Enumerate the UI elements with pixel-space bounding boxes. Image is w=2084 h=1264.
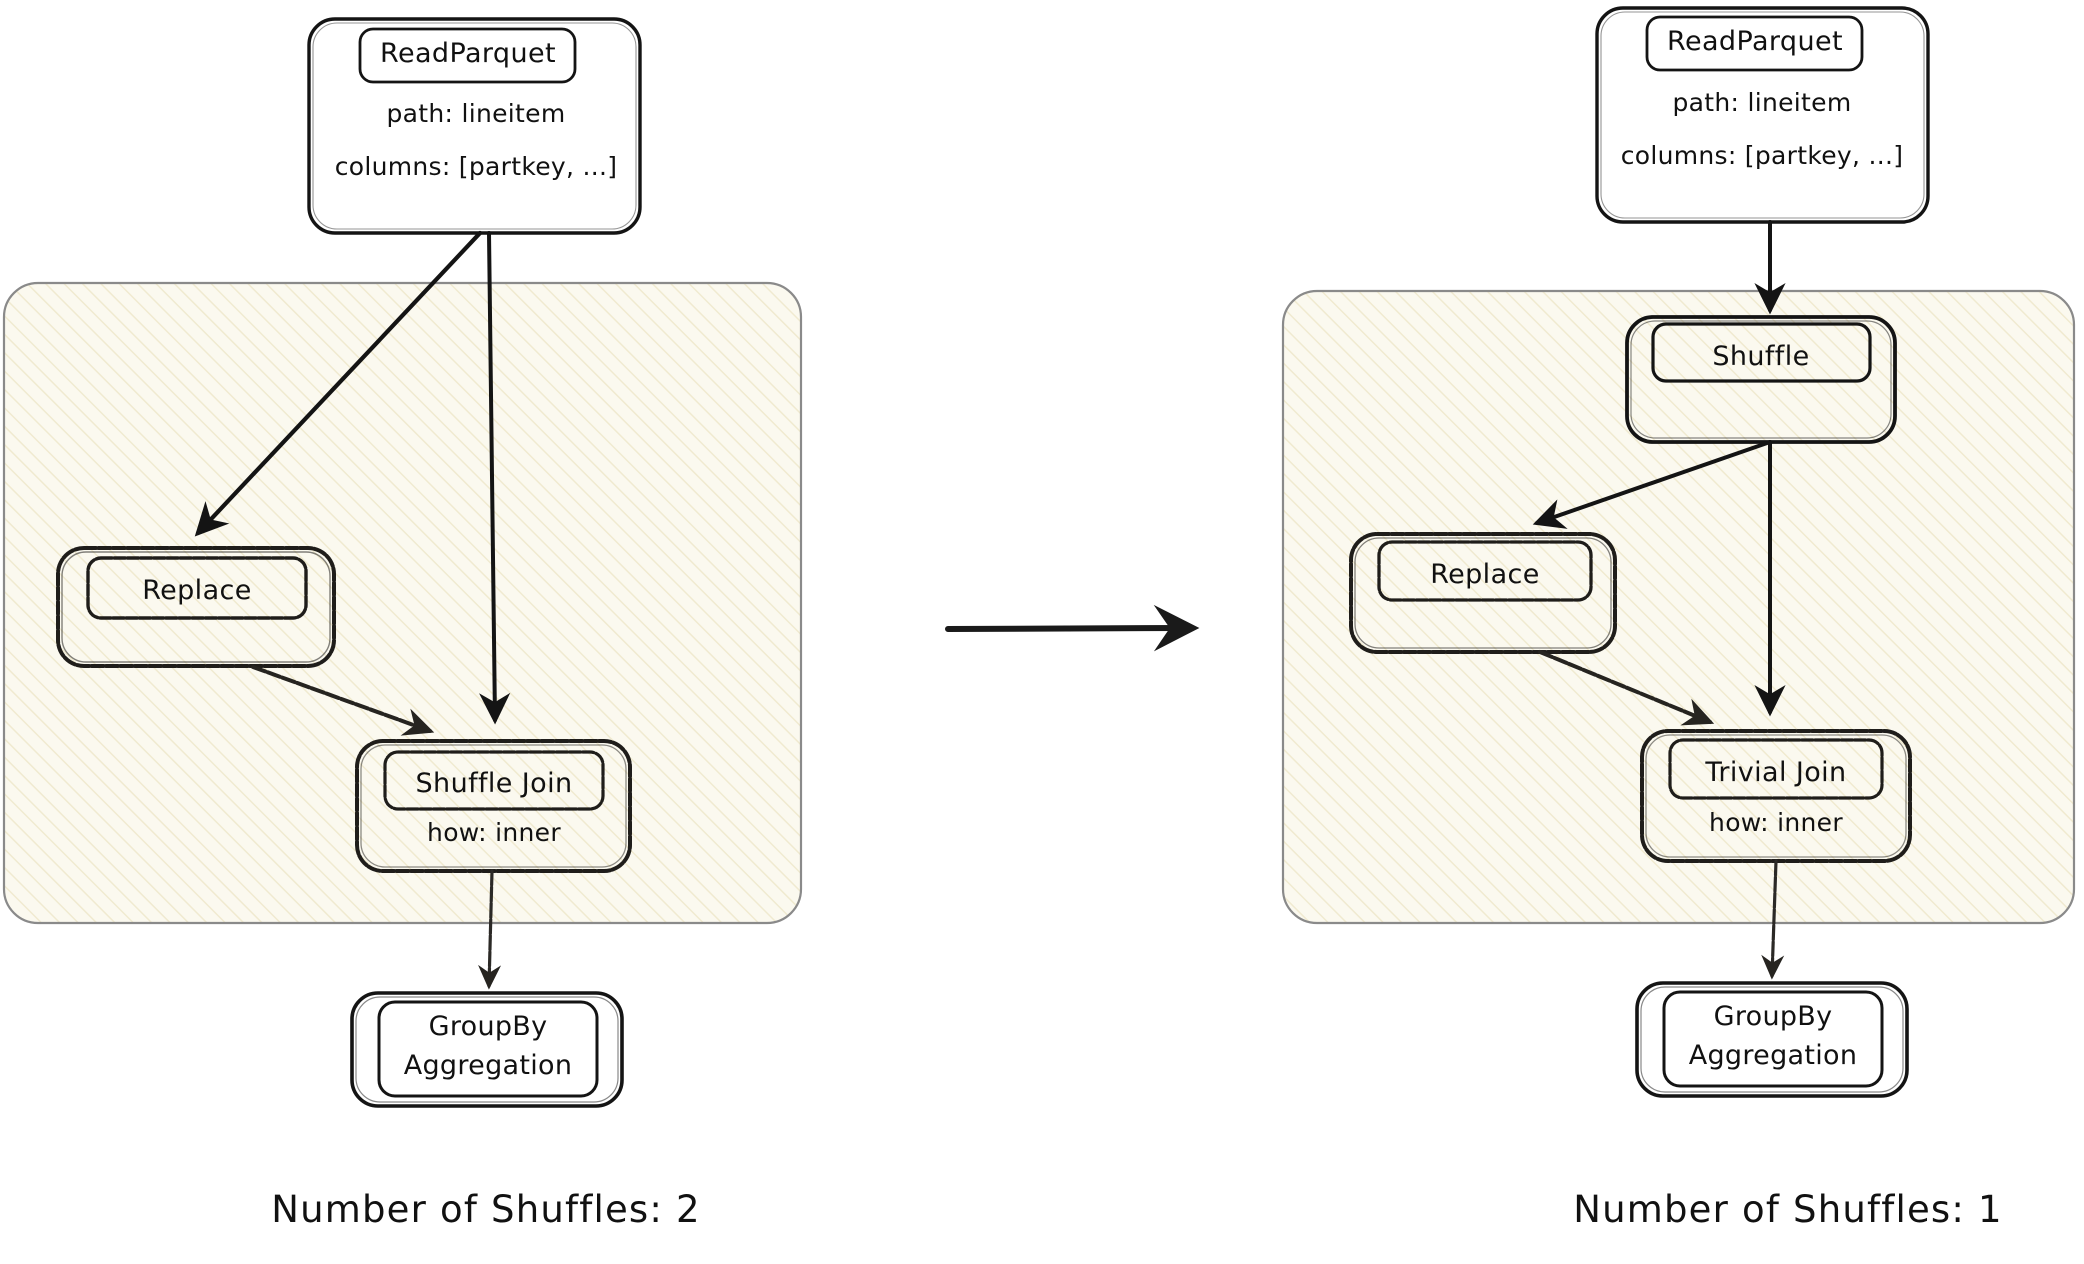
left-replace-label: Replace xyxy=(142,575,252,606)
right-shuffle-node[interactable] xyxy=(1625,315,1897,444)
right-read-parquet-node[interactable] xyxy=(1595,6,1930,224)
left-edge-readparquet-to-replace xyxy=(194,230,483,537)
left-edge-replace-to-shufflejoin xyxy=(251,665,435,736)
right-edge-replace-to-trivialjoin xyxy=(1538,650,1715,726)
left-replace-node[interactable] xyxy=(56,546,336,668)
left-groupby-label-line1: GroupBy xyxy=(428,1011,548,1042)
left-shuffle-join-label: Shuffle Join xyxy=(415,768,573,799)
left-edge-shufflejoin-to-groupby xyxy=(478,869,502,990)
left-shuffle-join-node[interactable] xyxy=(355,739,632,873)
right-trivial-join-prop-how: how: inner xyxy=(1709,808,1843,837)
right-trivial-join-node[interactable] xyxy=(1640,729,1912,863)
right-edge-trivialjoin-to-groupby xyxy=(1761,859,1785,980)
right-shuffle-label: Shuffle xyxy=(1712,341,1810,372)
left-read-parquet-label: ReadParquet xyxy=(380,38,556,69)
left-groupby-label-line2: Aggregation xyxy=(403,1050,573,1081)
left-read-parquet-prop-path: path: lineitem xyxy=(386,99,566,128)
right-groupby-aggregation-node[interactable] xyxy=(1635,981,1909,1098)
right-trivial-join-label: Trivial Join xyxy=(1705,757,1847,788)
left-edge-readparquet-to-shufflejoin xyxy=(479,231,511,725)
right-groupby-label-line1: GroupBy xyxy=(1713,1001,1833,1032)
left-panel-caption: Number of Shuffles: 2 xyxy=(271,1188,701,1231)
right-panel-caption: Number of Shuffles: 1 xyxy=(1573,1188,2003,1231)
left-groupby-aggregation-node[interactable] xyxy=(350,991,624,1108)
right-edge-shuffle-to-replace xyxy=(1532,440,1772,529)
right-groupby-label-line2: Aggregation xyxy=(1688,1040,1858,1071)
left-read-parquet-node[interactable] xyxy=(307,17,642,235)
right-read-parquet-prop-columns: columns: [partkey, ...] xyxy=(1620,141,1904,170)
transition-arrow xyxy=(945,604,1200,652)
right-read-parquet-label: ReadParquet xyxy=(1667,26,1843,57)
right-read-parquet-prop-path: path: lineitem xyxy=(1672,88,1852,117)
left-shuffle-join-prop-how: how: inner xyxy=(427,818,561,847)
right-replace-label: Replace xyxy=(1430,559,1540,590)
right-replace-node[interactable] xyxy=(1349,532,1617,654)
left-read-parquet-prop-columns: columns: [partkey, ...] xyxy=(334,152,618,181)
